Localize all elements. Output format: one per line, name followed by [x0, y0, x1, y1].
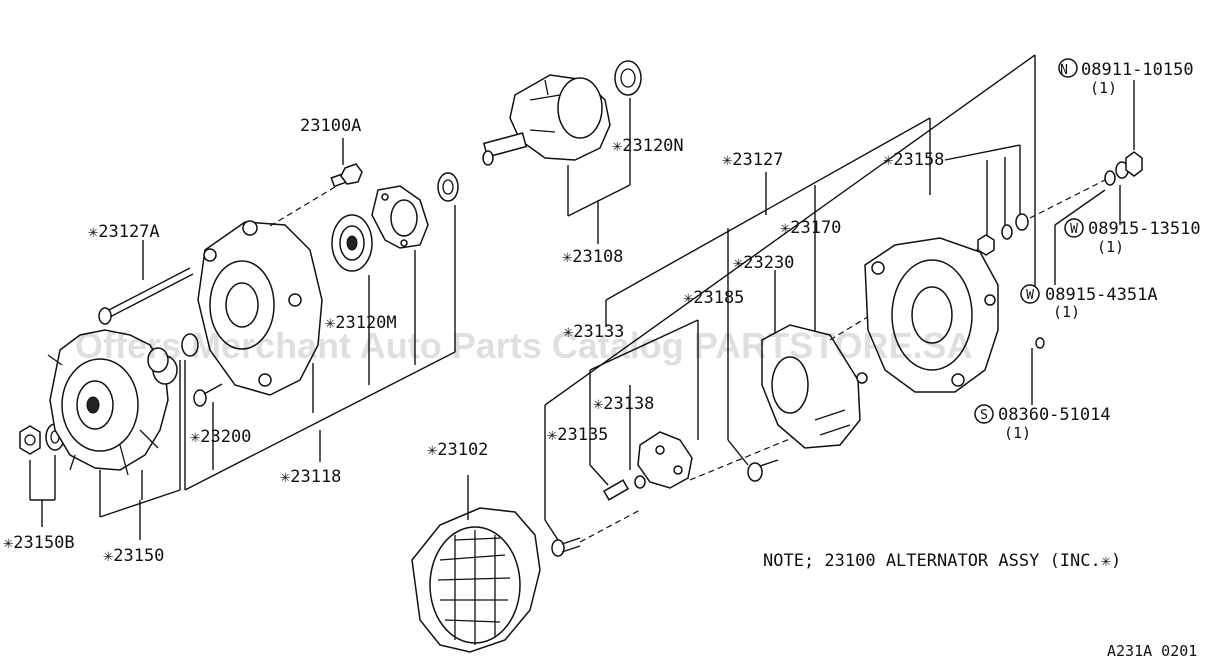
label-23127: ✳23127	[722, 150, 783, 170]
spacer-ring	[181, 333, 199, 357]
bearing-front	[331, 214, 373, 272]
symbol-n-badge	[1058, 58, 1078, 78]
housing-screw	[193, 383, 223, 407]
pulley-fan	[47, 329, 169, 476]
rotor	[482, 74, 611, 166]
bearing-cap	[437, 172, 459, 202]
rear-nut	[977, 234, 995, 256]
spacer-collar	[147, 347, 178, 385]
fastener-part-08911-10150: 08911-10150	[1081, 60, 1194, 80]
label-23100A: 23100A	[300, 116, 361, 136]
bearing-retainer	[371, 185, 429, 249]
symbol-w-1: W	[1070, 222, 1078, 237]
label-23170: ✳23170	[780, 218, 841, 238]
fastener-part-08915-4351A: 08915-4351A	[1045, 285, 1158, 305]
through-bolt	[98, 267, 194, 325]
symbol-n: N	[1060, 63, 1068, 78]
bolt-23100A	[330, 163, 363, 188]
fastener-qty-2: (1)	[1097, 238, 1124, 256]
rectifier	[761, 324, 868, 449]
symbol-w-badge-1	[1064, 218, 1084, 238]
front-housing	[197, 220, 323, 396]
watermark: Offers Merchant Auto Parts Catalog PARTS…	[75, 325, 972, 366]
rear-washer-1	[1001, 224, 1013, 240]
label-23185: ✳23185	[683, 288, 744, 308]
pulley-nut	[19, 425, 41, 455]
rotor-bearing	[614, 60, 642, 96]
label-23133: ✳23133	[563, 322, 624, 342]
label-23200: ✳23200	[190, 427, 251, 447]
screw-mid	[747, 459, 779, 482]
label-23230: ✳23230	[733, 253, 794, 273]
assembly-note: NOTE; 23100 ALTERNATOR ASSY (INC.✳)	[763, 551, 1121, 571]
label-23118: ✳23118	[280, 467, 341, 487]
symbol-w-badge-2	[1020, 284, 1040, 304]
symbol-s: S	[980, 408, 988, 423]
label-23135: ✳23135	[547, 425, 608, 445]
rear-housing	[864, 237, 999, 393]
brush-spring	[634, 475, 646, 489]
brush	[602, 479, 630, 501]
label-23138: ✳23138	[593, 394, 654, 414]
fastener-part-08915-13510: 08915-13510	[1088, 219, 1201, 239]
fastener-qty-1: (1)	[1090, 79, 1117, 97]
fastener-part-08360-51014: 08360-51014	[998, 405, 1111, 425]
fastener-qty-3: (1)	[1053, 303, 1080, 321]
label-23158: ✳23158	[883, 150, 944, 170]
label-23120M: ✳23120M	[325, 313, 397, 333]
diagram-code: A231A 0201	[1107, 642, 1197, 660]
screw-lower	[551, 537, 581, 557]
symbol-s-badge	[974, 404, 994, 424]
label-23120N: ✳23120N	[612, 136, 684, 156]
terminal-nut	[1125, 151, 1143, 177]
fastener-qty-4: (1)	[1004, 424, 1031, 442]
label-23108: ✳23108	[562, 247, 623, 267]
terminal-screw	[1035, 337, 1045, 349]
label-23150B: ✳23150B	[3, 533, 75, 553]
rear-cover	[411, 507, 541, 653]
rear-washer-2	[1015, 213, 1029, 231]
terminal-washer-a	[1104, 170, 1116, 186]
label-23150: ✳23150	[103, 546, 164, 566]
symbol-w-2: W	[1026, 288, 1034, 303]
brush-holder	[637, 431, 693, 489]
label-23127A: ✳23127A	[88, 222, 160, 242]
label-23102: ✳23102	[427, 440, 488, 460]
